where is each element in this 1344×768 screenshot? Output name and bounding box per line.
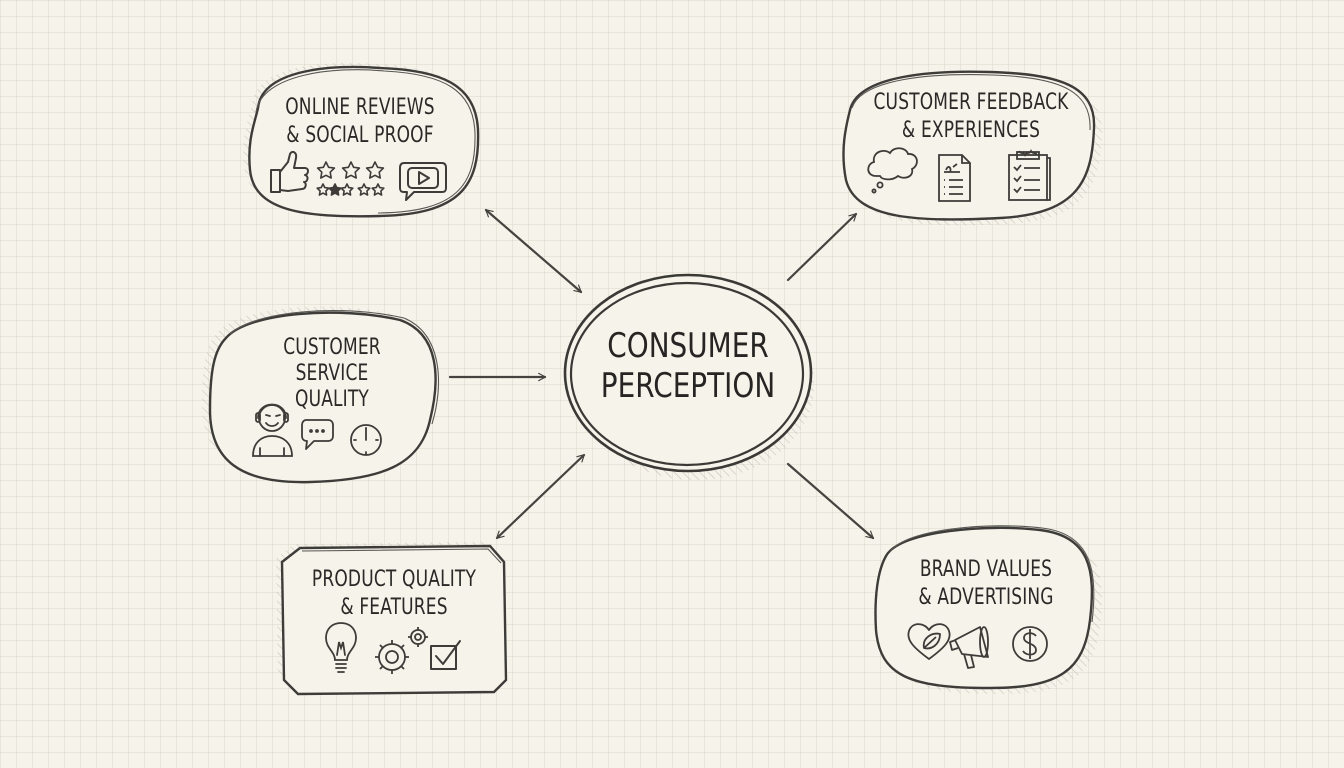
node-online-reviews-label: ONLINE REVIEWS & SOCIAL PROOF	[265, 94, 454, 149]
arrow-center-brand-values	[786, 462, 875, 540]
label-line: & ADVERTISING	[918, 584, 1054, 610]
label-line: ONLINE REVIEWS	[285, 95, 435, 120]
gears-icon	[375, 627, 428, 674]
node-customer-feedback-label: CUSTOMER FEEDBACK & EXPERIENCES	[864, 89, 1079, 144]
label-line: BRAND VALUES	[919, 557, 1053, 582]
arrow-center-customer-feedback	[786, 212, 858, 282]
clock-icon	[350, 424, 382, 456]
label-line: CUSTOMER	[283, 335, 381, 360]
video-play-chat-icon	[399, 162, 447, 201]
label-line: QUALITY	[295, 387, 369, 412]
arrow-online-reviews-center	[484, 208, 583, 294]
thumbs-up-icon	[270, 150, 309, 193]
arrow-product-quality-center	[495, 453, 586, 540]
center-label-line: PERCEPTION	[600, 366, 776, 406]
megaphone-icon	[949, 626, 989, 669]
node-customer-service-shape	[202, 306, 440, 484]
label-line: PRODUCT QUALITY	[311, 567, 477, 592]
dollar-coin-icon	[1012, 626, 1048, 662]
label-line: & SOCIAL PROOF	[286, 122, 434, 148]
checkbox-checked-icon	[430, 640, 461, 670]
node-customer-service-label: CUSTOMER SERVICE QUALITY	[246, 335, 418, 413]
node-brand-values-label: BRAND VALUES & ADVERTISING	[891, 556, 1080, 611]
thought-bubble-icon	[867, 147, 918, 194]
document-form-icon	[938, 154, 971, 202]
node-online-reviews-shape	[243, 62, 480, 218]
support-agent-headset-icon	[252, 403, 293, 457]
heart-leaf-icon	[907, 623, 951, 660]
label-line: CUSTOMER FEEDBACK	[873, 90, 1069, 115]
label-line: & EXPERIENCES	[901, 117, 1041, 143]
node-product-quality-label: PRODUCT QUALITY & FEATURES	[299, 566, 488, 621]
center-node-shape	[563, 273, 814, 480]
lightbulb-icon	[325, 622, 357, 673]
center-label-line: CONSUMER	[607, 326, 769, 366]
node-customer-feedback-shape	[842, 70, 1103, 226]
label-line: & FEATURES	[340, 594, 448, 620]
label-line: SERVICE	[295, 361, 369, 386]
checklist-clipboard-icon	[1008, 148, 1051, 201]
center-node-label: CONSUMER PERCEPTION	[590, 326, 787, 406]
star-rating-icon	[316, 161, 385, 196]
chat-bubble-icon	[301, 419, 334, 450]
